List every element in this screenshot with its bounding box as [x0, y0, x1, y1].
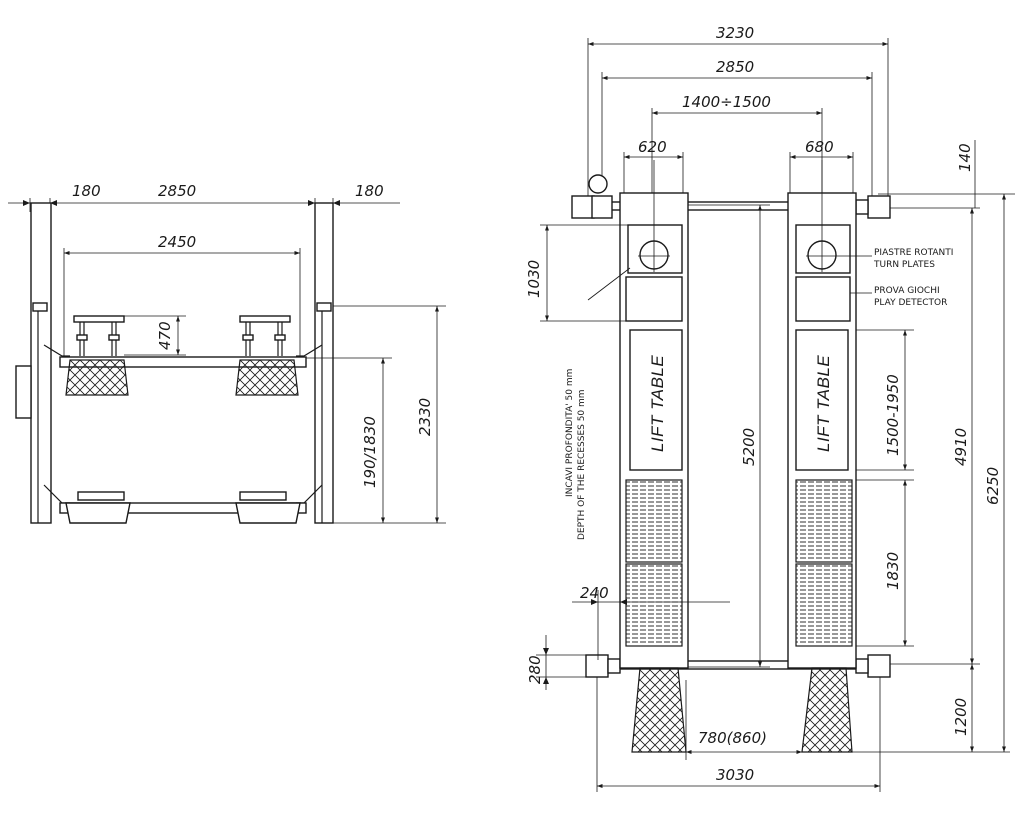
- control-unit-icon: [588, 174, 608, 194]
- right-play-detector: [795, 276, 851, 322]
- left-post: [30, 202, 52, 524]
- column-base-br: [867, 654, 891, 678]
- control-box: [15, 365, 32, 419]
- label-play-detector-en: PLAY DETECTOR: [874, 298, 947, 308]
- left-lower-pad: [77, 491, 125, 501]
- right-lift-table-label: LIFT TABLE: [814, 355, 833, 452]
- right-grid-top: [795, 479, 853, 563]
- right-lower-foot: [235, 502, 301, 524]
- label-play-detector-it: PROVA GIOCHI: [874, 286, 940, 296]
- dim-total-height: 2330: [416, 398, 434, 436]
- left-grid-top: [625, 479, 683, 563]
- right-grid-bottom: [795, 563, 853, 647]
- left-turnplate-legs: [76, 322, 120, 356]
- dim-right-track: 680: [805, 138, 834, 156]
- dim-column-width: 2850: [716, 58, 754, 76]
- left-turnplate-top: [73, 315, 125, 323]
- dim-span-top: 2850: [158, 182, 196, 200]
- right-ramp: [801, 667, 853, 753]
- dim-pad-height: 470: [156, 321, 174, 350]
- left-play-detector: [625, 276, 683, 322]
- column-base-tl-inner: [591, 195, 613, 219]
- dim-recess-offset: 240: [580, 584, 609, 602]
- plan-view: 3230 2850 1400÷1500 620 680 140: [525, 24, 1015, 792]
- dim-lift-height: 190/1830: [361, 416, 379, 488]
- dim-base-height: 280: [526, 655, 544, 684]
- right-post-cap: [316, 302, 332, 312]
- column-base-tr: [867, 195, 891, 219]
- dim-top-offset: 140: [956, 143, 974, 172]
- left-lower-foot: [65, 502, 131, 524]
- upper-runway: [59, 356, 307, 368]
- dim-overall-width: 3230: [716, 24, 754, 42]
- left-grid-bottom: [625, 563, 683, 647]
- left-post-cap: [32, 302, 48, 312]
- label-turn-plates-it: PIASTRE ROTANTI: [874, 248, 953, 258]
- dim-detector-length: 1830: [884, 552, 902, 590]
- right-post: [314, 202, 334, 524]
- dim-runway-length: 5200: [740, 428, 758, 466]
- label-turn-plates-en: TURN PLATES: [873, 260, 935, 270]
- label-recess-en: DEPTH OF THE RECESSES 50 mm: [577, 389, 587, 540]
- dim-ramp-length: 1200: [952, 698, 970, 736]
- dim-rear-span: 4910: [952, 428, 970, 466]
- dim-inner-span: 2450: [158, 233, 196, 251]
- dim-total-length: 6250: [984, 467, 1002, 505]
- left-support-block: [65, 359, 129, 396]
- right-lift-table: [795, 329, 849, 471]
- right-lower-pad: [239, 491, 287, 501]
- left-lift-table-label: LIFT TABLE: [648, 355, 667, 452]
- right-turnplate-legs: [242, 322, 286, 356]
- right-turnplate-top: [239, 315, 291, 323]
- front-view: 180 2850 180 2450: [8, 182, 446, 524]
- column-base-bl: [585, 654, 609, 678]
- dim-left-track: 620: [638, 138, 667, 156]
- dim-bottom-width: 3030: [716, 766, 754, 784]
- dim-lift-table-travel: 1500-1950: [884, 374, 902, 456]
- left-ramp: [631, 667, 687, 753]
- left-lift-table: [629, 329, 683, 471]
- dim-left-post: 180: [72, 182, 101, 200]
- dim-track-spacing: 1400÷1500: [682, 93, 771, 111]
- column-base-tl: [571, 195, 595, 219]
- dim-turnplate-depth: 1030: [525, 260, 543, 298]
- dim-right-post: 180: [355, 182, 384, 200]
- right-support-block: [235, 359, 299, 396]
- label-recess-it: INCAVI PROFONDITA' 50 mm: [565, 369, 575, 497]
- lower-runway: [59, 502, 307, 514]
- dim-ramp-gap: 780(860): [698, 729, 767, 747]
